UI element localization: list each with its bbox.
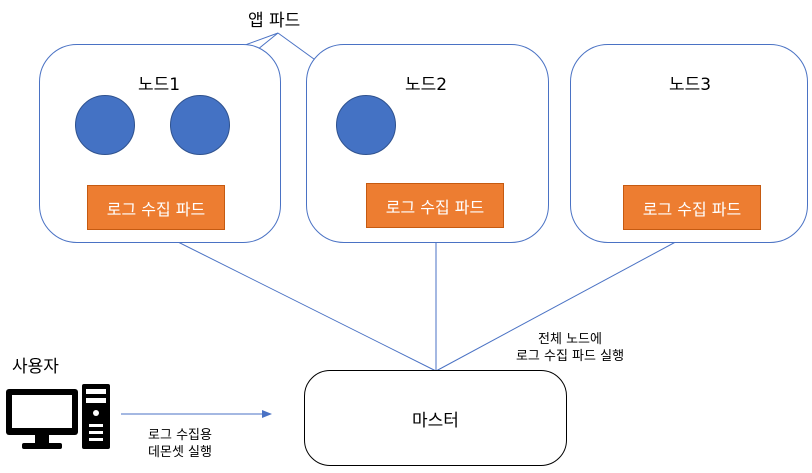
node-1-title: 노드1 — [137, 75, 181, 95]
master-note: 전체 노드에 로그 수집 파드 실행 — [500, 331, 640, 365]
user-label: 사용자 — [12, 357, 59, 377]
app-pod-1 — [75, 95, 135, 155]
master-note-line-2: 로그 수집 파드 실행 — [515, 349, 625, 364]
node-3-title: 노드3 — [668, 75, 712, 95]
arrow-master-node1 — [155, 230, 437, 372]
user-note: 로그 수집용 데몬셋 실행 — [132, 427, 228, 461]
app-pod-3 — [336, 95, 396, 155]
node-1-log-pod: 로그 수집 파드 — [87, 185, 225, 230]
user-note-line-1: 로그 수집용 — [148, 428, 212, 443]
user-note-line-2: 데몬셋 실행 — [148, 445, 212, 460]
node-2-log-pod: 로그 수집 파드 — [366, 183, 504, 228]
node-2-title: 노드2 — [404, 75, 448, 95]
master-node: 마스터 — [304, 370, 567, 466]
arrow-master-node3 — [435, 230, 697, 372]
node-3-log-pod: 로그 수집 파드 — [623, 185, 761, 230]
desktop-computer-icon — [6, 384, 110, 449]
master-label: 마스터 — [412, 410, 459, 431]
app-pod-label: 앱 파드 — [248, 11, 301, 31]
master-note-line-1: 전체 노드에 — [538, 332, 602, 347]
app-pod-2 — [170, 95, 230, 155]
